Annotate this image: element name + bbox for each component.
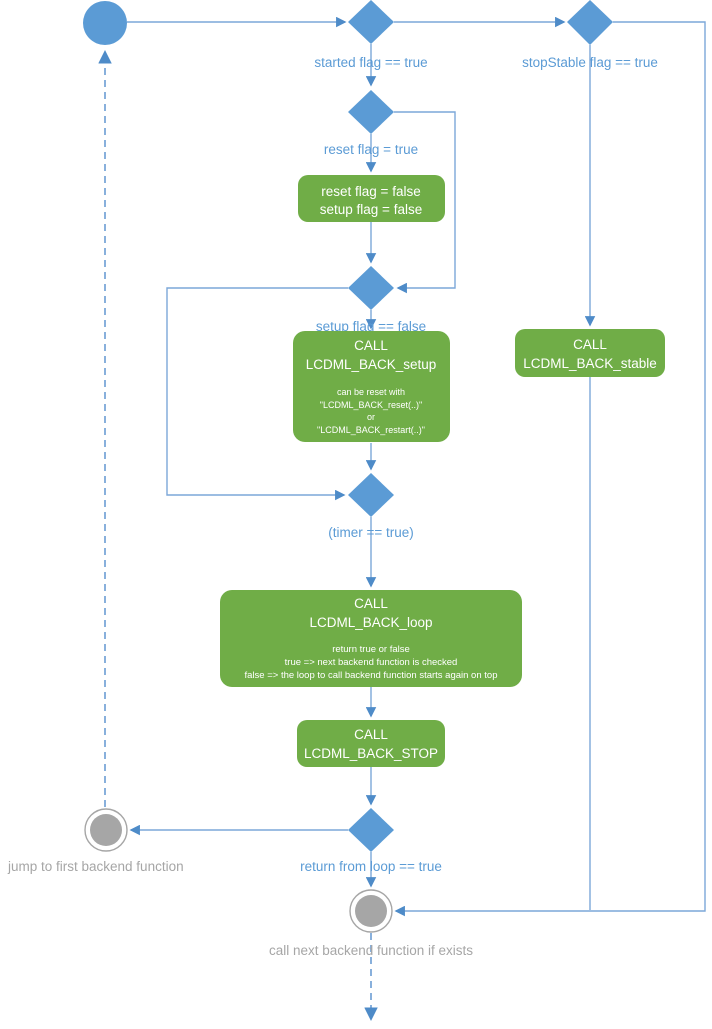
call-loop-box-shape [220, 590, 522, 687]
end-node-call-next-core [355, 895, 387, 927]
connectors [98, 16, 706, 1022]
label-return-from-loop: return from loop == true [300, 859, 442, 874]
end-node-jump-first-core [90, 814, 122, 846]
reset-flags-line2: setup flag = false [320, 202, 422, 217]
process-call-stable-box: CALL LCDML_BACK_stable [515, 329, 665, 377]
decision-setup-flag [348, 266, 394, 310]
process-call-setup-box: CALL LCDML_BACK_setup can be reset with … [293, 331, 450, 442]
label-stopstable-flag: stopStable flag == true [522, 55, 658, 70]
label-started-flag: started flag == true [314, 55, 427, 70]
connector-reset-bypass-to-setup-decision [394, 111, 456, 294]
call-setup-title2: LCDML_BACK_setup [306, 357, 437, 372]
call-loop-note3: false => the loop to call backend functi… [245, 670, 498, 681]
call-loop-note1: return true or false [332, 644, 410, 655]
decision-timer [348, 473, 394, 517]
process-call-stop-box: CALL LCDML_BACK_STOP [297, 720, 445, 767]
reset-flags-box-shape [298, 175, 445, 222]
decision-reset-flag [348, 90, 394, 134]
decision-started-flag [348, 0, 394, 44]
call-stop-title1: CALL [354, 727, 388, 742]
label-call-next-backend: call next backend function if exists [269, 943, 473, 958]
call-loop-title2: LCDML_BACK_loop [309, 615, 432, 630]
call-stop-title2: LCDML_BACK_STOP [304, 746, 438, 761]
decision-stopstable-flag [567, 0, 613, 45]
call-setup-note3: or [367, 412, 375, 422]
label-setup-flag: setup flag == false [316, 319, 426, 334]
process-call-loop-box: CALL LCDML_BACK_loop return true or fals… [220, 590, 522, 687]
call-setup-note1: can be reset with [337, 387, 405, 397]
label-jump-first-backend: jump to first backend function [7, 859, 184, 874]
call-stop-box-shape [297, 720, 445, 767]
call-setup-box-shape [293, 331, 450, 442]
start-node [83, 1, 127, 45]
connector-stopstable-false-to-next-end [394, 21, 706, 917]
call-setup-note2: "LCDML_BACK_reset(..)" [320, 400, 422, 410]
process-reset-flags-box: reset flag = false setup flag = false [298, 175, 445, 222]
call-stable-title1: CALL [573, 337, 607, 352]
label-reset-flag: reset flag = true [324, 142, 418, 157]
label-timer: (timer == true) [328, 525, 414, 540]
call-stable-box-shape [515, 329, 665, 377]
call-setup-title1: CALL [354, 338, 388, 353]
call-loop-note2: true => next backend function is checked [285, 657, 458, 668]
call-setup-note4: "LCDML_BACK_restart(..)" [317, 425, 425, 435]
reset-flags-line1: reset flag = false [321, 184, 420, 199]
end-node-jump-first [84, 808, 128, 852]
call-loop-title1: CALL [354, 596, 388, 611]
connector-setup-bypass-to-timer-decision [166, 287, 348, 501]
call-stable-title2: LCDML_BACK_stable [523, 356, 657, 371]
end-node-call-next [349, 889, 393, 933]
decision-return-from-loop [348, 808, 394, 852]
